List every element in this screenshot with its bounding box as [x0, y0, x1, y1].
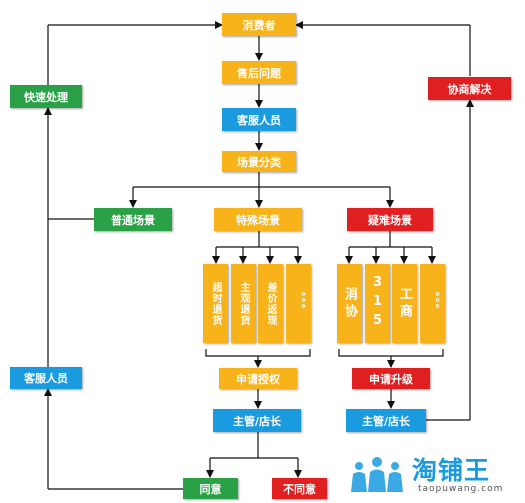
scene-classification-node: 场景分类	[222, 151, 296, 172]
apply-upgrade-node: 申请升级	[352, 368, 430, 389]
difficult-sub-etc: 。。。	[420, 264, 445, 343]
special-sub-etc: 。。。	[286, 264, 311, 343]
manager-left-node: 主管/店长	[213, 409, 301, 432]
customer-service-left-node: 客服人员	[10, 367, 82, 389]
negotiate-resolve-node: 协商解决	[428, 77, 511, 100]
difficult-sub-315: 315	[365, 264, 390, 343]
difficult-scene-node: 疑难场景	[347, 208, 433, 231]
quick-processing-node: 快速处理	[10, 85, 82, 108]
after-sales-issue-node: 售后问题	[222, 61, 296, 84]
difficult-sub-industry-commerce: 工商	[392, 264, 417, 343]
special-sub-timeout-return: 超时退货	[203, 264, 228, 343]
watermark-logo-icon	[351, 457, 403, 492]
watermark-brand: 淘铺王	[412, 456, 491, 485]
manager-right-node: 主管/店长	[346, 409, 426, 432]
difficult-sub-consumer-association: 消协	[337, 264, 362, 343]
normal-scene-node: 普通场景	[94, 208, 172, 231]
disagree-node: 不同意	[272, 478, 327, 499]
watermark-url: taopuwang.com	[418, 484, 504, 494]
consumer-node: 消费者	[222, 13, 296, 36]
special-sub-price-difference-refund: 差价返现	[258, 264, 283, 343]
apply-authorization-node: 申请授权	[219, 368, 297, 389]
special-sub-subjective-return: 主观退货	[231, 264, 256, 343]
agree-node: 同意	[183, 478, 238, 499]
customer-service-top-node: 客服人员	[222, 108, 296, 131]
special-scene-node: 特殊场景	[214, 208, 302, 231]
